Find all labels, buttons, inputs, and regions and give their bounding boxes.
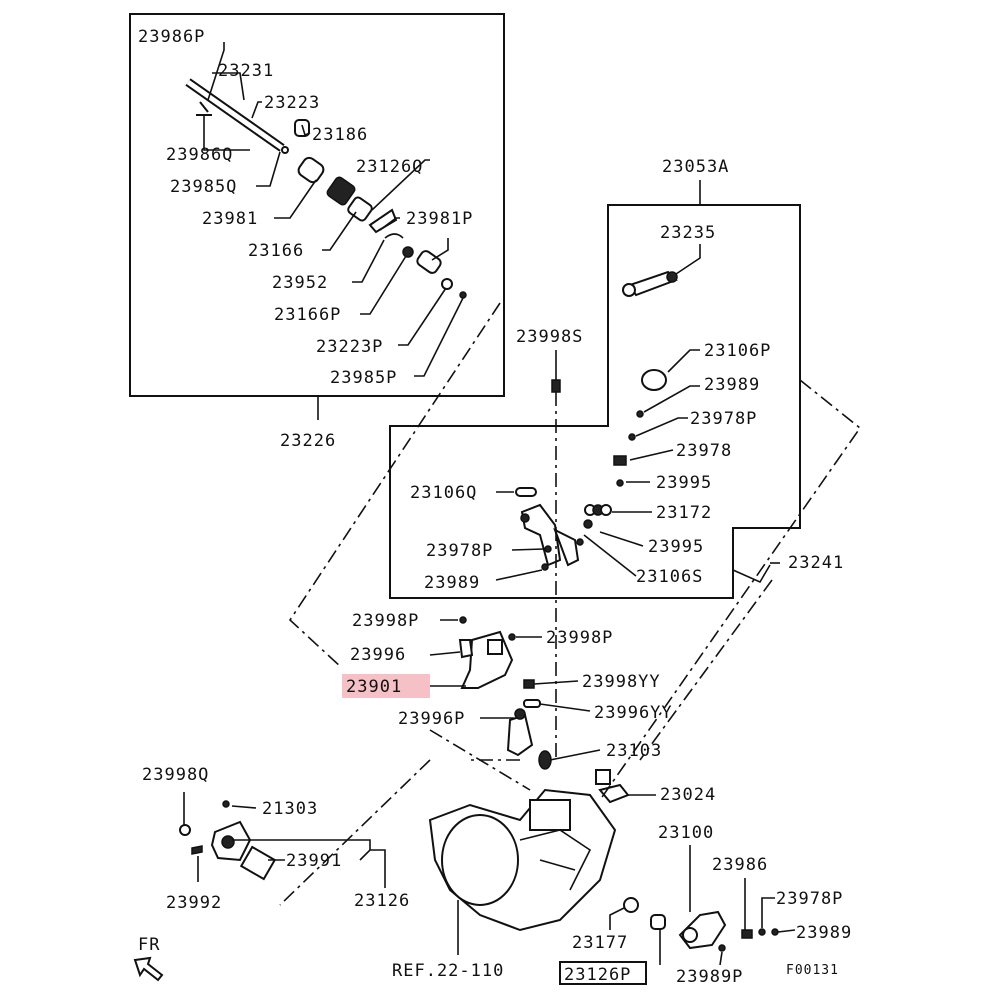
label-23231[interactable]: 23231 — [218, 61, 274, 81]
label-23978P-a[interactable]: 23978P — [690, 409, 757, 429]
label-23100[interactable]: 23100 — [658, 823, 714, 843]
label-23986Q[interactable]: 23986Q — [166, 145, 233, 165]
label-23053A[interactable]: 23053A — [662, 157, 729, 177]
label-23172[interactable]: 23172 — [656, 503, 712, 523]
figure-code: F00131 — [786, 963, 839, 978]
label-23978P-b[interactable]: 23978P — [426, 541, 493, 561]
label-23024[interactable]: 23024 — [660, 785, 716, 805]
label-23223P[interactable]: 23223P — [316, 337, 383, 357]
label-23166P[interactable]: 23166P — [274, 305, 341, 325]
label-fr: FR — [138, 935, 160, 955]
label-23952[interactable]: 23952 — [272, 273, 328, 293]
front-arrow-icon — [133, 956, 164, 982]
shift-rail-shaft — [185, 78, 289, 154]
label-21303[interactable]: 21303 — [262, 799, 318, 819]
label-ref-22-110[interactable]: REF.22-110 — [392, 961, 504, 981]
label-23998P-a[interactable]: 23998P — [352, 611, 419, 631]
select-lever-housing — [623, 897, 779, 952]
label-23981P[interactable]: 23981P — [406, 209, 473, 229]
label-23126Q[interactable]: 23126Q — [356, 157, 423, 177]
highlight-23901 — [342, 674, 430, 698]
label-23241[interactable]: 23241 — [788, 553, 844, 573]
transaxle-case — [428, 788, 617, 932]
label-23996[interactable]: 23996 — [350, 645, 406, 665]
shift-cable-bracket — [179, 800, 277, 881]
label-23989-c[interactable]: 23989 — [796, 923, 852, 943]
part-23126P-box — [559, 961, 647, 985]
label-23106P[interactable]: 23106P — [704, 341, 771, 361]
label-23226[interactable]: 23226 — [280, 431, 336, 451]
label-23126P[interactable]: 23126P — [564, 965, 631, 985]
label-23998P-b[interactable]: 23998P — [546, 628, 613, 648]
label-23992[interactable]: 23992 — [166, 893, 222, 913]
label-23995-b[interactable]: 23995 — [648, 537, 704, 557]
label-23981[interactable]: 23981 — [202, 209, 258, 229]
shift-lever-bracket — [458, 616, 630, 804]
label-23223[interactable]: 23223 — [264, 93, 320, 113]
label-23998YY[interactable]: 23998YY — [582, 672, 661, 692]
label-23995-a[interactable]: 23995 — [656, 473, 712, 493]
label-23978P-c[interactable]: 23978P — [776, 889, 843, 909]
label-23985Q[interactable]: 23985Q — [170, 177, 237, 197]
label-23996P[interactable]: 23996P — [398, 709, 465, 729]
label-23103[interactable]: 23103 — [606, 741, 662, 761]
label-23985P[interactable]: 23985P — [330, 368, 397, 388]
label-23235[interactable]: 23235 — [660, 223, 716, 243]
label-23989-a[interactable]: 23989 — [704, 375, 760, 395]
label-23901[interactable]: 23901 — [346, 677, 402, 697]
label-23991[interactable]: 23991 — [286, 851, 342, 871]
label-23986[interactable]: 23986 — [712, 855, 768, 875]
label-23177[interactable]: 23177 — [572, 933, 628, 953]
label-23996YY[interactable]: 23996YY — [594, 703, 673, 723]
label-23989-b[interactable]: 23989 — [424, 573, 480, 593]
inset-frame-23226 — [129, 13, 505, 397]
selector-assembly — [515, 270, 678, 571]
label-23998S[interactable]: 23998S — [516, 327, 583, 347]
label-23978[interactable]: 23978 — [676, 441, 732, 461]
label-23998Q[interactable]: 23998Q — [142, 765, 209, 785]
label-23106S[interactable]: 23106S — [636, 567, 703, 587]
assembly-frame-23053A — [389, 204, 801, 599]
label-23989P[interactable]: 23989P — [676, 967, 743, 987]
label-23166[interactable]: 23166 — [248, 241, 304, 261]
label-23986P[interactable]: 23986P — [138, 27, 205, 47]
label-23106Q[interactable]: 23106Q — [410, 483, 477, 503]
label-23186[interactable]: 23186 — [312, 125, 368, 145]
label-23126[interactable]: 23126 — [354, 891, 410, 911]
